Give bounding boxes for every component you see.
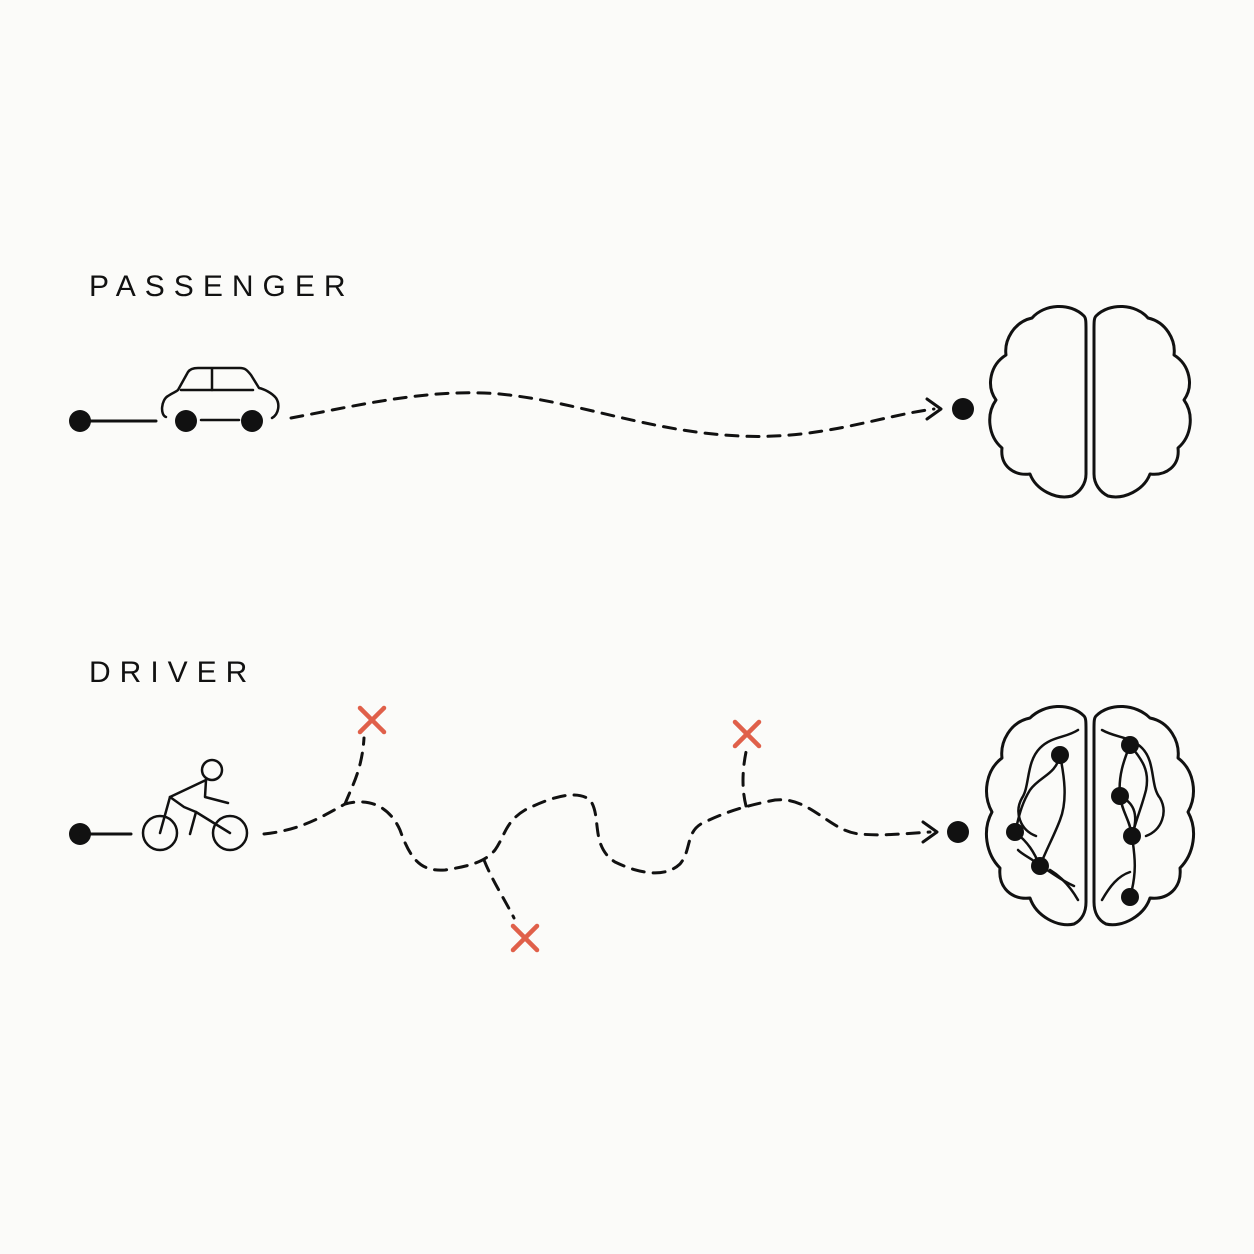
car-icon [160, 366, 280, 432]
x-mark-icon [732, 719, 762, 749]
brain-icon [988, 304, 1192, 499]
driver-row: DRIVER [69, 656, 1195, 953]
passenger-arrowhead [925, 397, 943, 421]
brain-icon [985, 704, 1195, 927]
passenger-label: PASSENGER [89, 270, 355, 303]
passenger-path [289, 391, 936, 438]
dead-end-branch-3 [741, 750, 748, 808]
dead-end-branch-2 [482, 858, 516, 920]
cyclist-icon [141, 758, 249, 852]
driver-label: DRIVER [89, 656, 256, 689]
passenger-row: PASSENGER [69, 270, 1192, 499]
driver-end-dot [947, 821, 969, 843]
x-mark-icon [510, 923, 540, 953]
driver-path [262, 793, 932, 875]
passenger-end-dot [952, 398, 974, 420]
x-mark-icon [357, 705, 387, 735]
dead-end-branch-1 [343, 736, 366, 806]
driver-arrowhead [921, 820, 939, 844]
